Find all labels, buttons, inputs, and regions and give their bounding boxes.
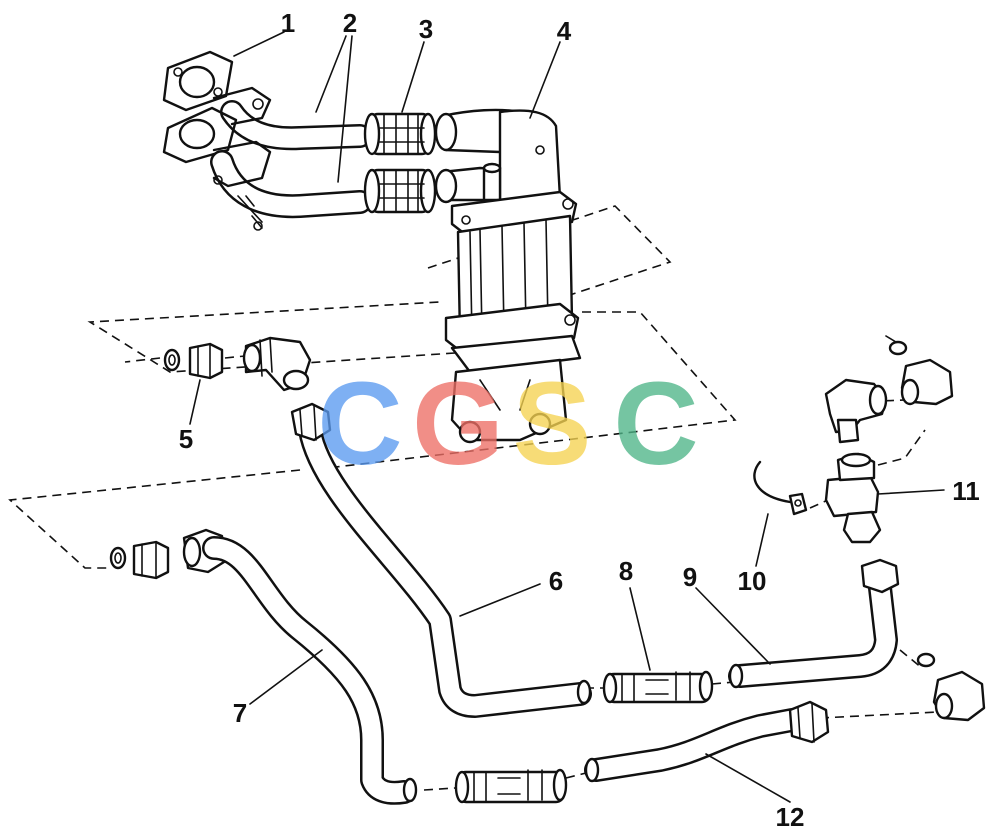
watermark-letter-4: C xyxy=(613,358,698,490)
watermark-letter-3: S xyxy=(513,358,592,490)
callout-11: 11 xyxy=(952,476,980,506)
part-8-coupling-middle xyxy=(602,670,714,704)
part-9-return-pipe xyxy=(728,558,900,689)
part-2-intake-pipe-lower xyxy=(210,140,372,231)
cgsc-watermark-logo: C G S C xyxy=(317,358,698,490)
callout-8: 8 xyxy=(619,556,633,586)
part-6-oil-hose xyxy=(290,402,592,718)
part-8-coupling-lower xyxy=(454,768,568,804)
callout-1: 1 xyxy=(281,8,295,38)
callout-7: 7 xyxy=(233,698,247,728)
part-2-intake-pipe-upper xyxy=(162,86,372,164)
part-3-coupling-upper xyxy=(363,112,437,156)
part-4-oil-cooler-housing xyxy=(434,108,582,444)
callout-10: 10 xyxy=(738,566,767,596)
callout-labels: 1 2 3 4 5 6 7 8 9 10 11 12 xyxy=(179,8,980,832)
callout-12: 12 xyxy=(776,802,805,832)
watermark-letter-2: G xyxy=(412,358,504,490)
watermark-letter-1: C xyxy=(317,358,402,490)
part-7-fitting-set-lower xyxy=(109,528,226,580)
part-12-return-pipe xyxy=(584,700,830,783)
callout-leader-lines xyxy=(189,31,945,803)
callout-4: 4 xyxy=(557,16,572,46)
part-11-distribution-block xyxy=(824,335,986,722)
callout-2: 2 xyxy=(343,8,357,38)
callout-9: 9 xyxy=(683,562,697,592)
part-10-sensor-wire xyxy=(753,460,808,516)
part-3-coupling-lower xyxy=(363,168,437,214)
part-1-flange-gasket xyxy=(162,50,234,112)
part-5-fitting-set-upper xyxy=(163,336,312,392)
part-7-oil-hose xyxy=(202,536,418,805)
callout-3: 3 xyxy=(419,14,433,44)
callout-6: 6 xyxy=(549,566,563,596)
callout-5: 5 xyxy=(179,424,193,454)
